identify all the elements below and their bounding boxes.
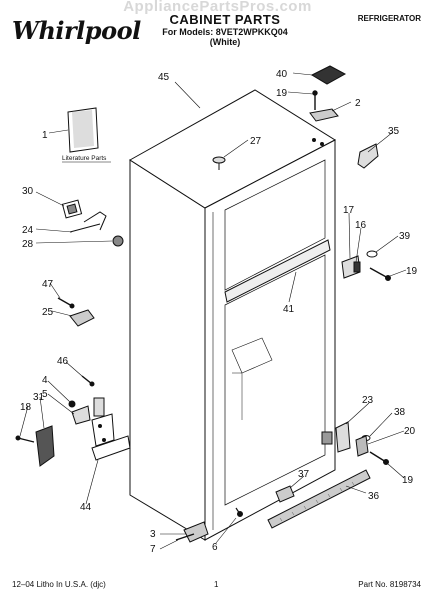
callout-23: 23 [362, 395, 374, 406]
hinge-20 [355, 435, 369, 457]
callout-30: 30 [22, 186, 34, 197]
callout-40: 40 [276, 69, 288, 80]
footer-part-number: Part No. 8198734 [358, 580, 421, 589]
callout-41: 41 [283, 304, 295, 315]
mullion-rail [224, 239, 331, 303]
brand-logo: Whirlpool [12, 16, 141, 45]
models-line: For Models: 8VET2WPKKQ04 [162, 27, 288, 37]
callout-7: 7 [150, 544, 156, 555]
model-info: For Models: 8VET2WPKKQ04 (White) [110, 27, 340, 47]
callout-28: 28 [22, 239, 34, 250]
callout-38: 38 [394, 407, 406, 418]
color-line: (White) [209, 37, 241, 47]
callout-16: 16 [355, 220, 367, 231]
page-title: CABINET PARTS [169, 12, 281, 27]
callout-18: 18 [20, 402, 32, 413]
clip-37 [275, 485, 295, 503]
callout-19-lower: 19 [402, 475, 414, 486]
door-stop-5 [71, 405, 91, 425]
hinge-bracket [91, 413, 115, 447]
literature-label: Literature Parts [62, 155, 107, 162]
callout-17: 17 [343, 205, 355, 216]
callout-45: 45 [158, 72, 170, 83]
callout-44: 44 [80, 502, 92, 513]
callout-25: 25 [42, 307, 54, 318]
bracket-25 [69, 309, 95, 327]
lower-hinge-23 [335, 421, 351, 453]
hinge-cover-40 [310, 65, 347, 85]
callout-19: 19 [276, 88, 288, 99]
callout-27: 27 [250, 136, 262, 147]
callout-24: 24 [22, 225, 34, 236]
footer-page-number: 1 [214, 580, 219, 589]
callout-4: 4 [42, 375, 48, 386]
washer-39 [366, 250, 378, 258]
callout-39: 39 [399, 231, 411, 242]
callout-2: 2 [355, 98, 361, 109]
hinge-pin-24 [69, 211, 107, 233]
footer-litho: 12–04 Litho In U.S.A. (djc) [12, 580, 106, 589]
callout-5: 5 [42, 389, 48, 400]
bushing-28 [112, 235, 124, 247]
callout-31: 31 [33, 392, 45, 403]
bracket-3 [183, 521, 209, 543]
callout-6: 6 [212, 542, 218, 553]
callout-20: 20 [404, 426, 416, 437]
callout-47: 47 [42, 279, 54, 290]
header: AppliancePartsPros.com Whirlpool CABINET… [0, 0, 435, 60]
callout-36: 36 [368, 491, 380, 502]
callout-3: 3 [150, 529, 156, 540]
cabinet-body [129, 89, 337, 541]
toe-grille-36 [267, 469, 371, 529]
top-plug-27 [212, 156, 226, 164]
callout-19-right: 19 [406, 266, 418, 277]
callouts: 45 40 19 2 35 1 27 30 24 28 17 16 39 19 … [20, 69, 418, 555]
callout-37: 37 [298, 469, 310, 480]
bracket-35 [357, 143, 379, 169]
callout-46: 46 [57, 356, 69, 367]
category-label: REFRIGERATOR [357, 14, 421, 23]
callout-35: 35 [388, 126, 400, 137]
panel-44 [91, 435, 131, 461]
callout-1: 1 [42, 130, 48, 141]
cover-31 [35, 425, 55, 467]
watermark: AppliancePartsPros.com [123, 0, 312, 15]
top-hinge-2 [309, 108, 339, 122]
